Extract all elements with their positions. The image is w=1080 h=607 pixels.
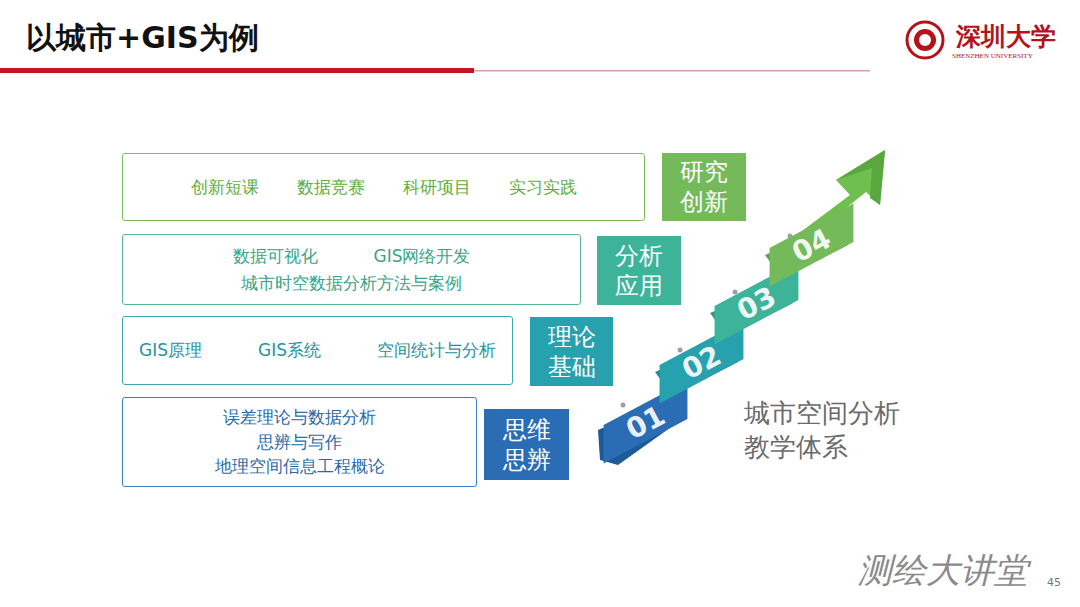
step-number: 02 bbox=[677, 338, 727, 385]
stage-label: 理论 基础 bbox=[530, 317, 613, 386]
course-name: 误差理论与数据分析 bbox=[223, 406, 376, 429]
course-name: GIS系统 bbox=[258, 339, 321, 362]
stage-label: 思维 思辨 bbox=[484, 409, 569, 480]
course-name: 思辨与写作 bbox=[257, 431, 342, 454]
stage-name: 研究 创新 bbox=[678, 157, 730, 217]
step-number: 03 bbox=[732, 279, 782, 326]
content-box: 创新短课 数据竞赛 科研项目 实习实践 bbox=[122, 153, 645, 221]
title-rule bbox=[0, 68, 474, 73]
stair-step: 04 bbox=[770, 203, 854, 286]
content-box: 数据可视化 GIS网络开发城市时空数据分析方法与案例 bbox=[122, 234, 581, 305]
course-name: 空间统计与分析 bbox=[377, 339, 496, 362]
system-caption: 城市空间分析 教学体系 bbox=[744, 397, 914, 465]
course-name: 城市时空数据分析方法与案例 bbox=[241, 272, 462, 295]
stage-label: 研究 创新 bbox=[662, 153, 746, 221]
course-name: 创新短课 bbox=[191, 176, 259, 199]
course-name: GIS网络开发 bbox=[374, 245, 471, 268]
course-name: 数据可视化 bbox=[233, 245, 318, 268]
page-title: 以城市+GIS为例 bbox=[26, 18, 259, 59]
university-emblem bbox=[907, 22, 943, 58]
university-name-en: SHENZHEN UNIVERSITY bbox=[952, 52, 1033, 60]
title-rule-thin bbox=[474, 70, 870, 72]
watermark: 测绘大讲堂 bbox=[858, 548, 1028, 594]
step-number: 04 bbox=[787, 221, 837, 268]
stair-risers bbox=[598, 220, 848, 465]
course-name: 地理空间信息工程概论 bbox=[215, 455, 385, 478]
stage-name: 理论 基础 bbox=[546, 322, 598, 382]
course-name: GIS原理 bbox=[139, 339, 202, 362]
university-name: 深圳大学 bbox=[956, 20, 1056, 53]
course-name: 科研项目 bbox=[403, 176, 471, 199]
content-box: 误差理论与数据分析思辨与写作地理空间信息工程概论 bbox=[122, 397, 477, 487]
stage-name: 思维 思辨 bbox=[501, 415, 553, 475]
page-number: 45 bbox=[1047, 576, 1061, 589]
course-name: 数据竞赛 bbox=[297, 176, 365, 199]
stage-name: 分析 应用 bbox=[613, 241, 665, 301]
step-number: 01 bbox=[621, 398, 671, 445]
stage-label: 分析 应用 bbox=[597, 236, 681, 305]
content-box: GIS原理 GIS系统 空间统计与分析 bbox=[122, 316, 513, 385]
course-name: 实习实践 bbox=[509, 176, 577, 199]
